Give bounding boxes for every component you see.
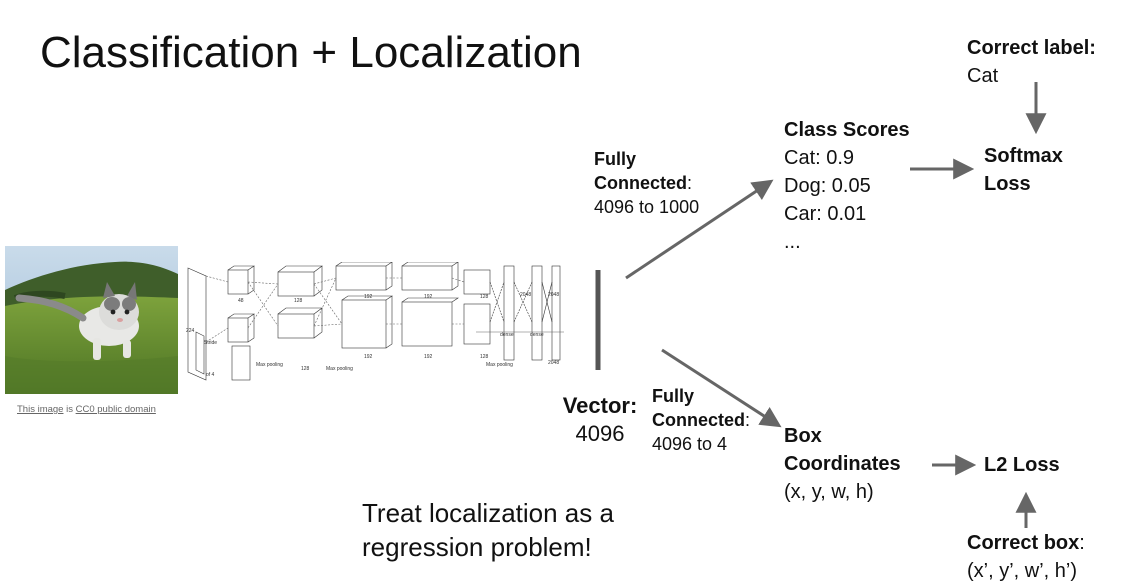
alexnet-diagram: 224 Stride of 4 48 128 128 192 192 192 1… [186, 262, 564, 381]
fc-top-line2: Connected [594, 173, 688, 193]
softmax-line2: Loss [984, 173, 1031, 195]
treat-line2: regression problem! [362, 532, 592, 562]
conv4-block [401, 262, 459, 347]
net-label-2048a: 2048 [520, 292, 531, 298]
class-scores: Class Scores Cat: 0.9 Dog: 0.05 Car: 0.0… [784, 116, 910, 256]
fc-bottom-line2: Connected [652, 410, 746, 430]
correct-box: Correct box: (x’, y’, w’, h’) [967, 529, 1085, 585]
l2-loss: L2 Loss [984, 454, 1060, 476]
net-label-of4: of 4 [206, 372, 215, 378]
class-score-more: ... [784, 231, 801, 253]
conv5-block [463, 269, 491, 345]
box-line3: (x, y, w, h) [784, 481, 874, 503]
fc-top-line1: Fully [594, 149, 637, 169]
net-label-maxpool-b: Max pooling [326, 366, 353, 372]
correct-label-value: Cat [967, 65, 999, 87]
conv2-block [277, 265, 323, 339]
fc-bottom-label: Fully Connected: 4096 to 4 [652, 384, 750, 456]
net-label-stride: Stride [204, 340, 217, 346]
slide-title: Classification + Localization [40, 28, 582, 77]
box-line2: Coordinates [784, 453, 901, 475]
fc-top-label: Fully Connected: 4096 to 1000 [594, 147, 699, 219]
net-label-maxpool-a: Max pooling [256, 362, 283, 368]
net-label-192b: 192 [364, 354, 373, 360]
net-label-192a: 192 [364, 294, 373, 300]
fc-top-colon: : [687, 173, 693, 193]
net-text: 224 Stride of 4 48 128 128 192 192 192 1… [186, 292, 559, 378]
net-label-dense-a: dense [500, 332, 514, 338]
dense-layers [476, 265, 564, 361]
correct-box-heading: Correct box [967, 532, 1080, 554]
vector-label: Vector: 4096 [558, 392, 642, 448]
class-score-dog: Dog: 0.05 [784, 175, 871, 197]
net-label-maxpool-c: Max pooling [486, 362, 513, 368]
fc-bottom-colon: : [745, 410, 751, 430]
net-label-48: 48 [238, 298, 244, 304]
class-score-cat: Cat: 0.9 [784, 147, 855, 169]
cat-photo [5, 246, 178, 394]
vector-value: 4096 [575, 421, 625, 446]
input-block [187, 267, 207, 381]
softmax-line1: Softmax [984, 145, 1063, 167]
net-label-128a: 128 [294, 298, 303, 304]
net-label-128d: 128 [480, 354, 489, 360]
class-score-car: Car: 0.01 [784, 203, 867, 225]
conv3-block [335, 262, 393, 349]
correct-box-colon: : [1079, 532, 1085, 554]
box-coordinates: Box Coordinates (x, y, w, h) [784, 422, 901, 506]
arrow-to-class-scores [625, 179, 774, 280]
net-label-192d: 192 [424, 354, 433, 360]
class-scores-heading: Class Scores [784, 119, 910, 141]
image-credit: This image is CC0 public domain [17, 404, 156, 415]
fc-bottom-line1: Fully [652, 386, 695, 406]
net-label-2048c: 2048 [548, 360, 559, 366]
correct-box-value: (x’, y’, w’, h’) [967, 560, 1077, 582]
fc-bottom-line3: 4096 to 4 [652, 434, 728, 454]
net-label-input: 224 [186, 328, 195, 334]
connections [205, 275, 465, 343]
treat-note: Treat localization as a regression probl… [362, 496, 682, 564]
credit-link-license[interactable]: CC0 public domain [75, 404, 156, 415]
softmax-loss: Softmax Loss [984, 142, 1063, 198]
vector-label-text: Vector: [562, 393, 638, 418]
correct-label: Correct label: Cat [967, 34, 1096, 90]
correct-label-heading: Correct label: [967, 37, 1096, 59]
fc-top-line3: 4096 to 1000 [594, 197, 700, 217]
credit-is: is [63, 404, 76, 415]
net-label-128b: 128 [301, 366, 310, 372]
credit-link-image[interactable]: This image [17, 404, 64, 415]
treat-line1: Treat localization as a [362, 498, 614, 528]
box-line1: Box [784, 425, 822, 447]
net-label-128c: 128 [480, 294, 489, 300]
arrow-to-box [661, 348, 782, 428]
net-label-192c: 192 [424, 294, 433, 300]
net-label-dense-b: dense [530, 332, 544, 338]
net-label-2048b: 2048 [548, 292, 559, 298]
